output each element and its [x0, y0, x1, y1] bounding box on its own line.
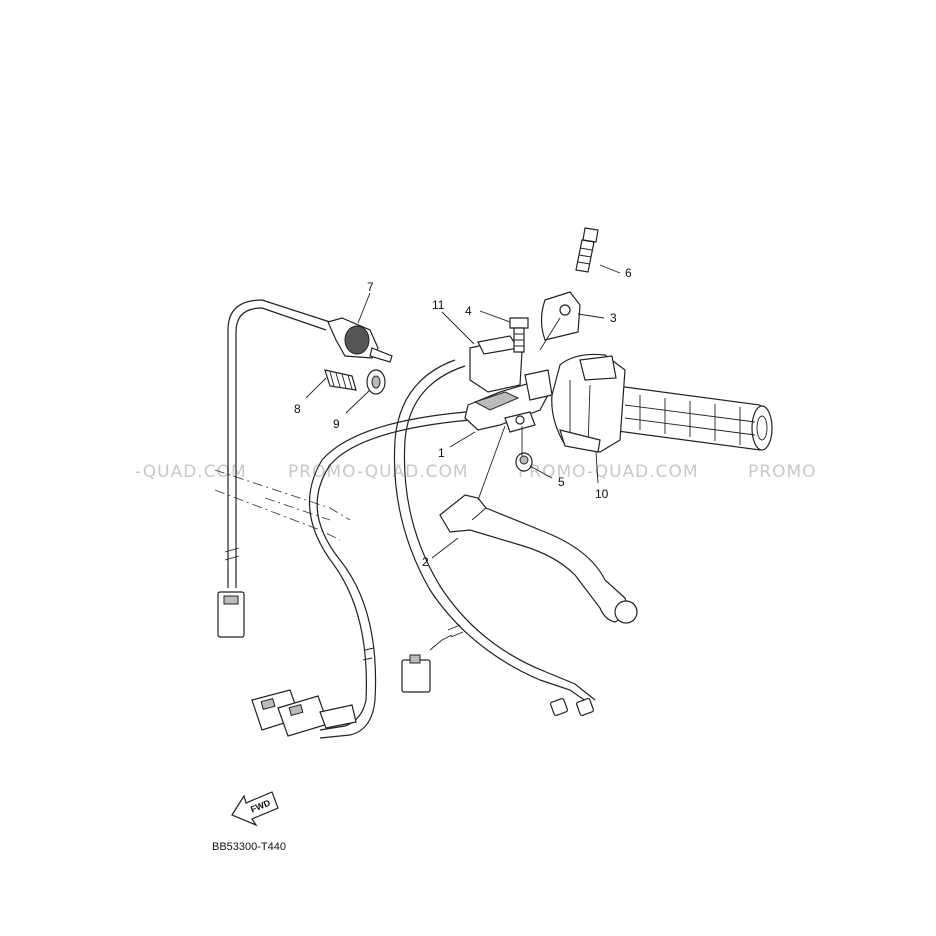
callout-10: 10: [595, 487, 609, 501]
callout-3: 3: [610, 311, 617, 325]
switch-housing: [551, 353, 626, 453]
clutch-lever: [439, 494, 638, 624]
lever-bracket: [464, 335, 553, 433]
fwd-arrow: FWD: [231, 791, 279, 827]
watermark-row: -QUAD.COM PROMO-QUAD.COM PROMO-QUAD.COM …: [135, 462, 817, 482]
left-connector: [217, 591, 245, 638]
watermark-left: -QUAD.COM: [135, 462, 247, 482]
handlebar-grip: [609, 384, 773, 451]
clutch-cable: [309, 411, 471, 739]
locknut: [366, 369, 386, 395]
harness-connector-left: [401, 634, 453, 693]
adjuster-bolt: [324, 369, 357, 391]
callout-4: 4: [465, 304, 472, 318]
watermark-right: PROMO-QUAD.COM: [518, 462, 699, 482]
frame-outline: [214, 469, 351, 541]
pivot-bolt: [509, 317, 529, 353]
callout-1: 1: [438, 446, 445, 460]
callout-labels: 7 11 4 3 6 8 9 1 5 10 2: [294, 266, 632, 569]
switch-harness: [393, 359, 596, 705]
callout-11: 11: [432, 298, 445, 312]
clamp: [540, 291, 581, 341]
harness-connector-pair: [549, 697, 595, 717]
watermark-edge: PROMO: [748, 462, 817, 482]
left-cable: [224, 299, 331, 588]
leader-lines: [305, 264, 621, 559]
callout-5: 5: [558, 475, 565, 489]
callout-2: 2: [422, 555, 429, 569]
pivot-nut: [515, 452, 533, 472]
clutch-switch: [327, 317, 393, 363]
watermark-center: PROMO-QUAD.COM: [288, 462, 469, 482]
callout-6: 6: [625, 266, 632, 280]
callout-8: 8: [294, 402, 301, 416]
callout-7: 7: [367, 280, 374, 294]
clamp-bolt: [575, 227, 599, 273]
callout-9: 9: [333, 417, 340, 431]
double-connector: [251, 689, 357, 737]
diagram-code: BB53300-T440: [212, 841, 286, 853]
